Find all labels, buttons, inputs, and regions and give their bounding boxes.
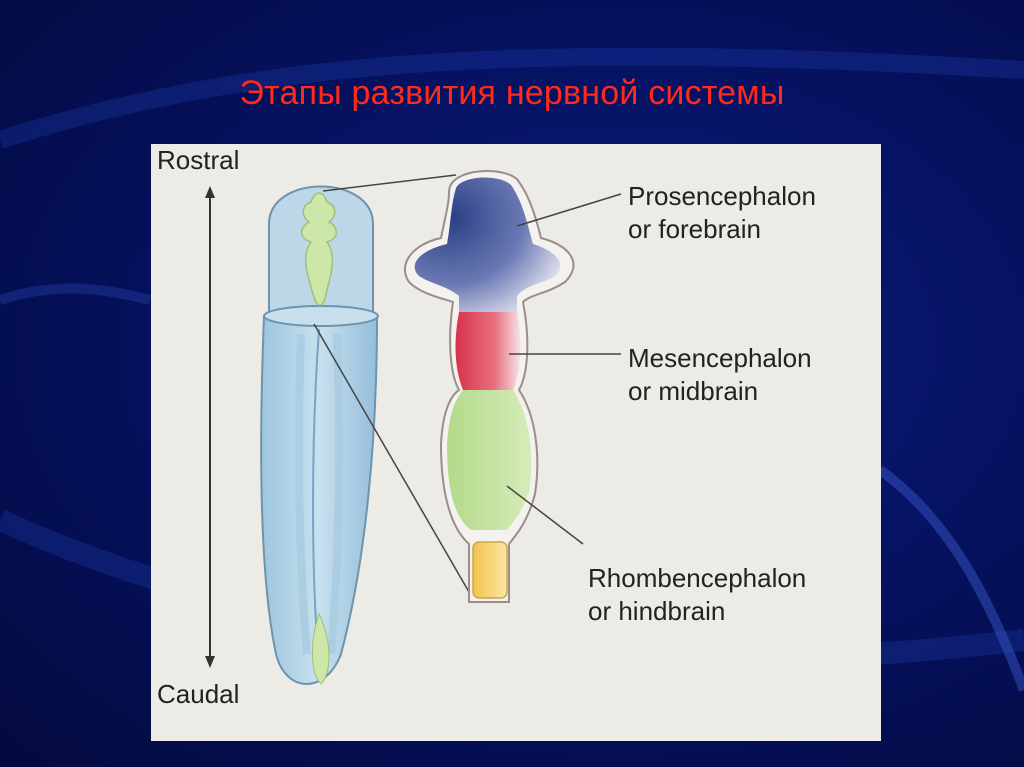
brain-vesicles: [403, 170, 575, 603]
neural-tube-figure: Rostral Caudal Prosencephalon or forebra…: [151, 144, 881, 741]
hindbrain-label-line2: or hindbrain: [588, 595, 726, 626]
forebrain-label-line2: or forebrain: [628, 213, 761, 244]
neural-tube-diagram: [205, 170, 622, 685]
midbrain-label-line2: or midbrain: [628, 375, 759, 406]
midbrain-vesicle: [455, 312, 521, 390]
spinal-cord-segment: [472, 541, 508, 599]
forebrain-label: Prosencephalon or forebrain: [628, 180, 816, 245]
rostral-label: Rostral: [157, 145, 240, 175]
slide-title: Этапы развития нервной системы: [239, 74, 785, 112]
embryo-body: [260, 185, 379, 685]
forebrain-vesicle: [414, 177, 561, 312]
hindbrain-label-line1: Rhombencephalon: [588, 563, 807, 593]
midbrain-label: Mesencephalon or midbrain: [628, 342, 812, 407]
caudal-label: Caudal: [157, 679, 240, 709]
forebrain-label-line1: Prosencephalon: [628, 181, 816, 211]
label-pointers: [506, 193, 622, 545]
rostral-caudal-arrow: [205, 186, 215, 668]
connector-lines: [313, 174, 470, 593]
midbrain-label-line1: Mesencephalon: [628, 343, 812, 373]
hindbrain-vesicle: [447, 390, 532, 530]
hindbrain-label: Rhombencephalon or hindbrain: [588, 562, 806, 627]
